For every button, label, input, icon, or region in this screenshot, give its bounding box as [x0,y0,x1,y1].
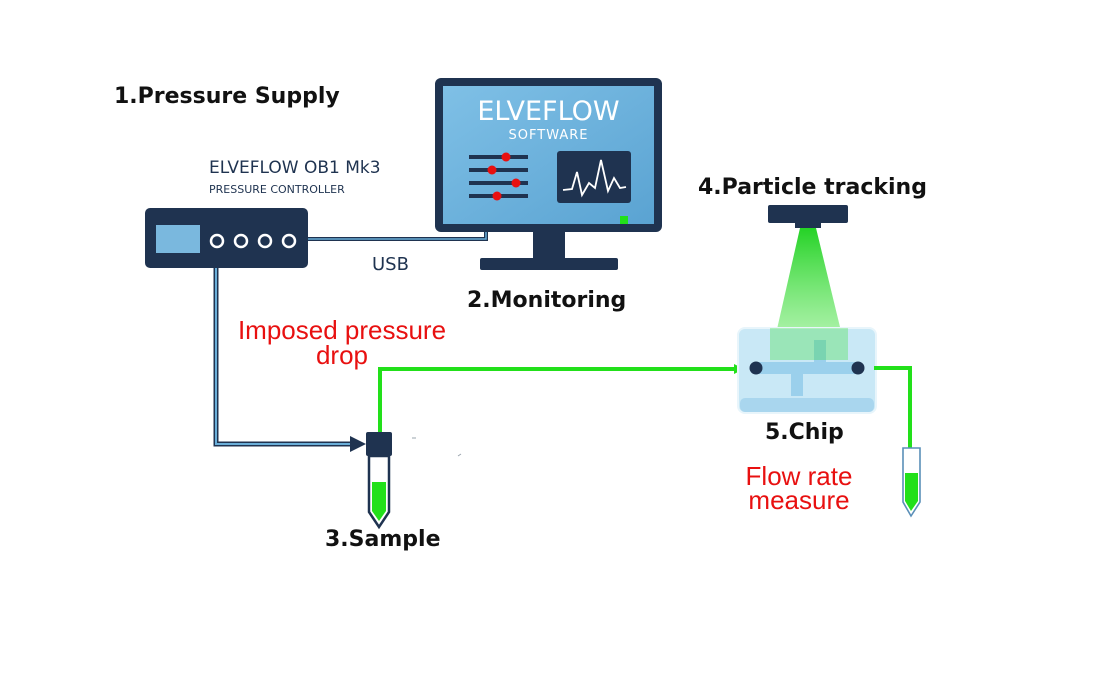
monitor-software: SOFTWARE [508,128,589,143]
monitor-brand: ELVEFLOW [477,96,620,127]
sample-label: 3.Sample [325,527,441,552]
chip-to-outlet-tube [874,366,912,448]
waveform-icon [557,151,631,203]
usb-label: USB [372,254,409,275]
flow-rate-label-line2: measure [748,485,850,515]
monitoring-label: 2.Monitoring [467,288,627,313]
sample-tube [366,432,392,530]
imposed-pressure-label-line2: drop [315,340,369,370]
microfluidic-chip [737,327,877,414]
pressure-controller [145,208,308,268]
sample-to-chip-tube [378,367,740,432]
chip-label: 5.Chip [765,420,844,445]
particle-tracking-label: 4.Particle tracking [698,175,927,200]
flow-rate-label-line1: Flow rate [745,461,853,491]
pressure-arrowhead [350,436,366,452]
sliders-icon [469,152,528,201]
monitor-stand [480,258,618,270]
controller-subtitle: PRESSURE CONTROLLER [209,183,345,196]
collection-tube [902,447,921,518]
monitor [435,78,662,270]
camera [768,205,848,228]
imposed-pressure-label-line1: Imposed pressure [237,315,447,345]
controller-name: ELVEFLOW OB1 Mk3 [209,158,381,178]
pressure-supply-label: 1.Pressure Supply [114,84,340,109]
controller-display [156,225,200,253]
